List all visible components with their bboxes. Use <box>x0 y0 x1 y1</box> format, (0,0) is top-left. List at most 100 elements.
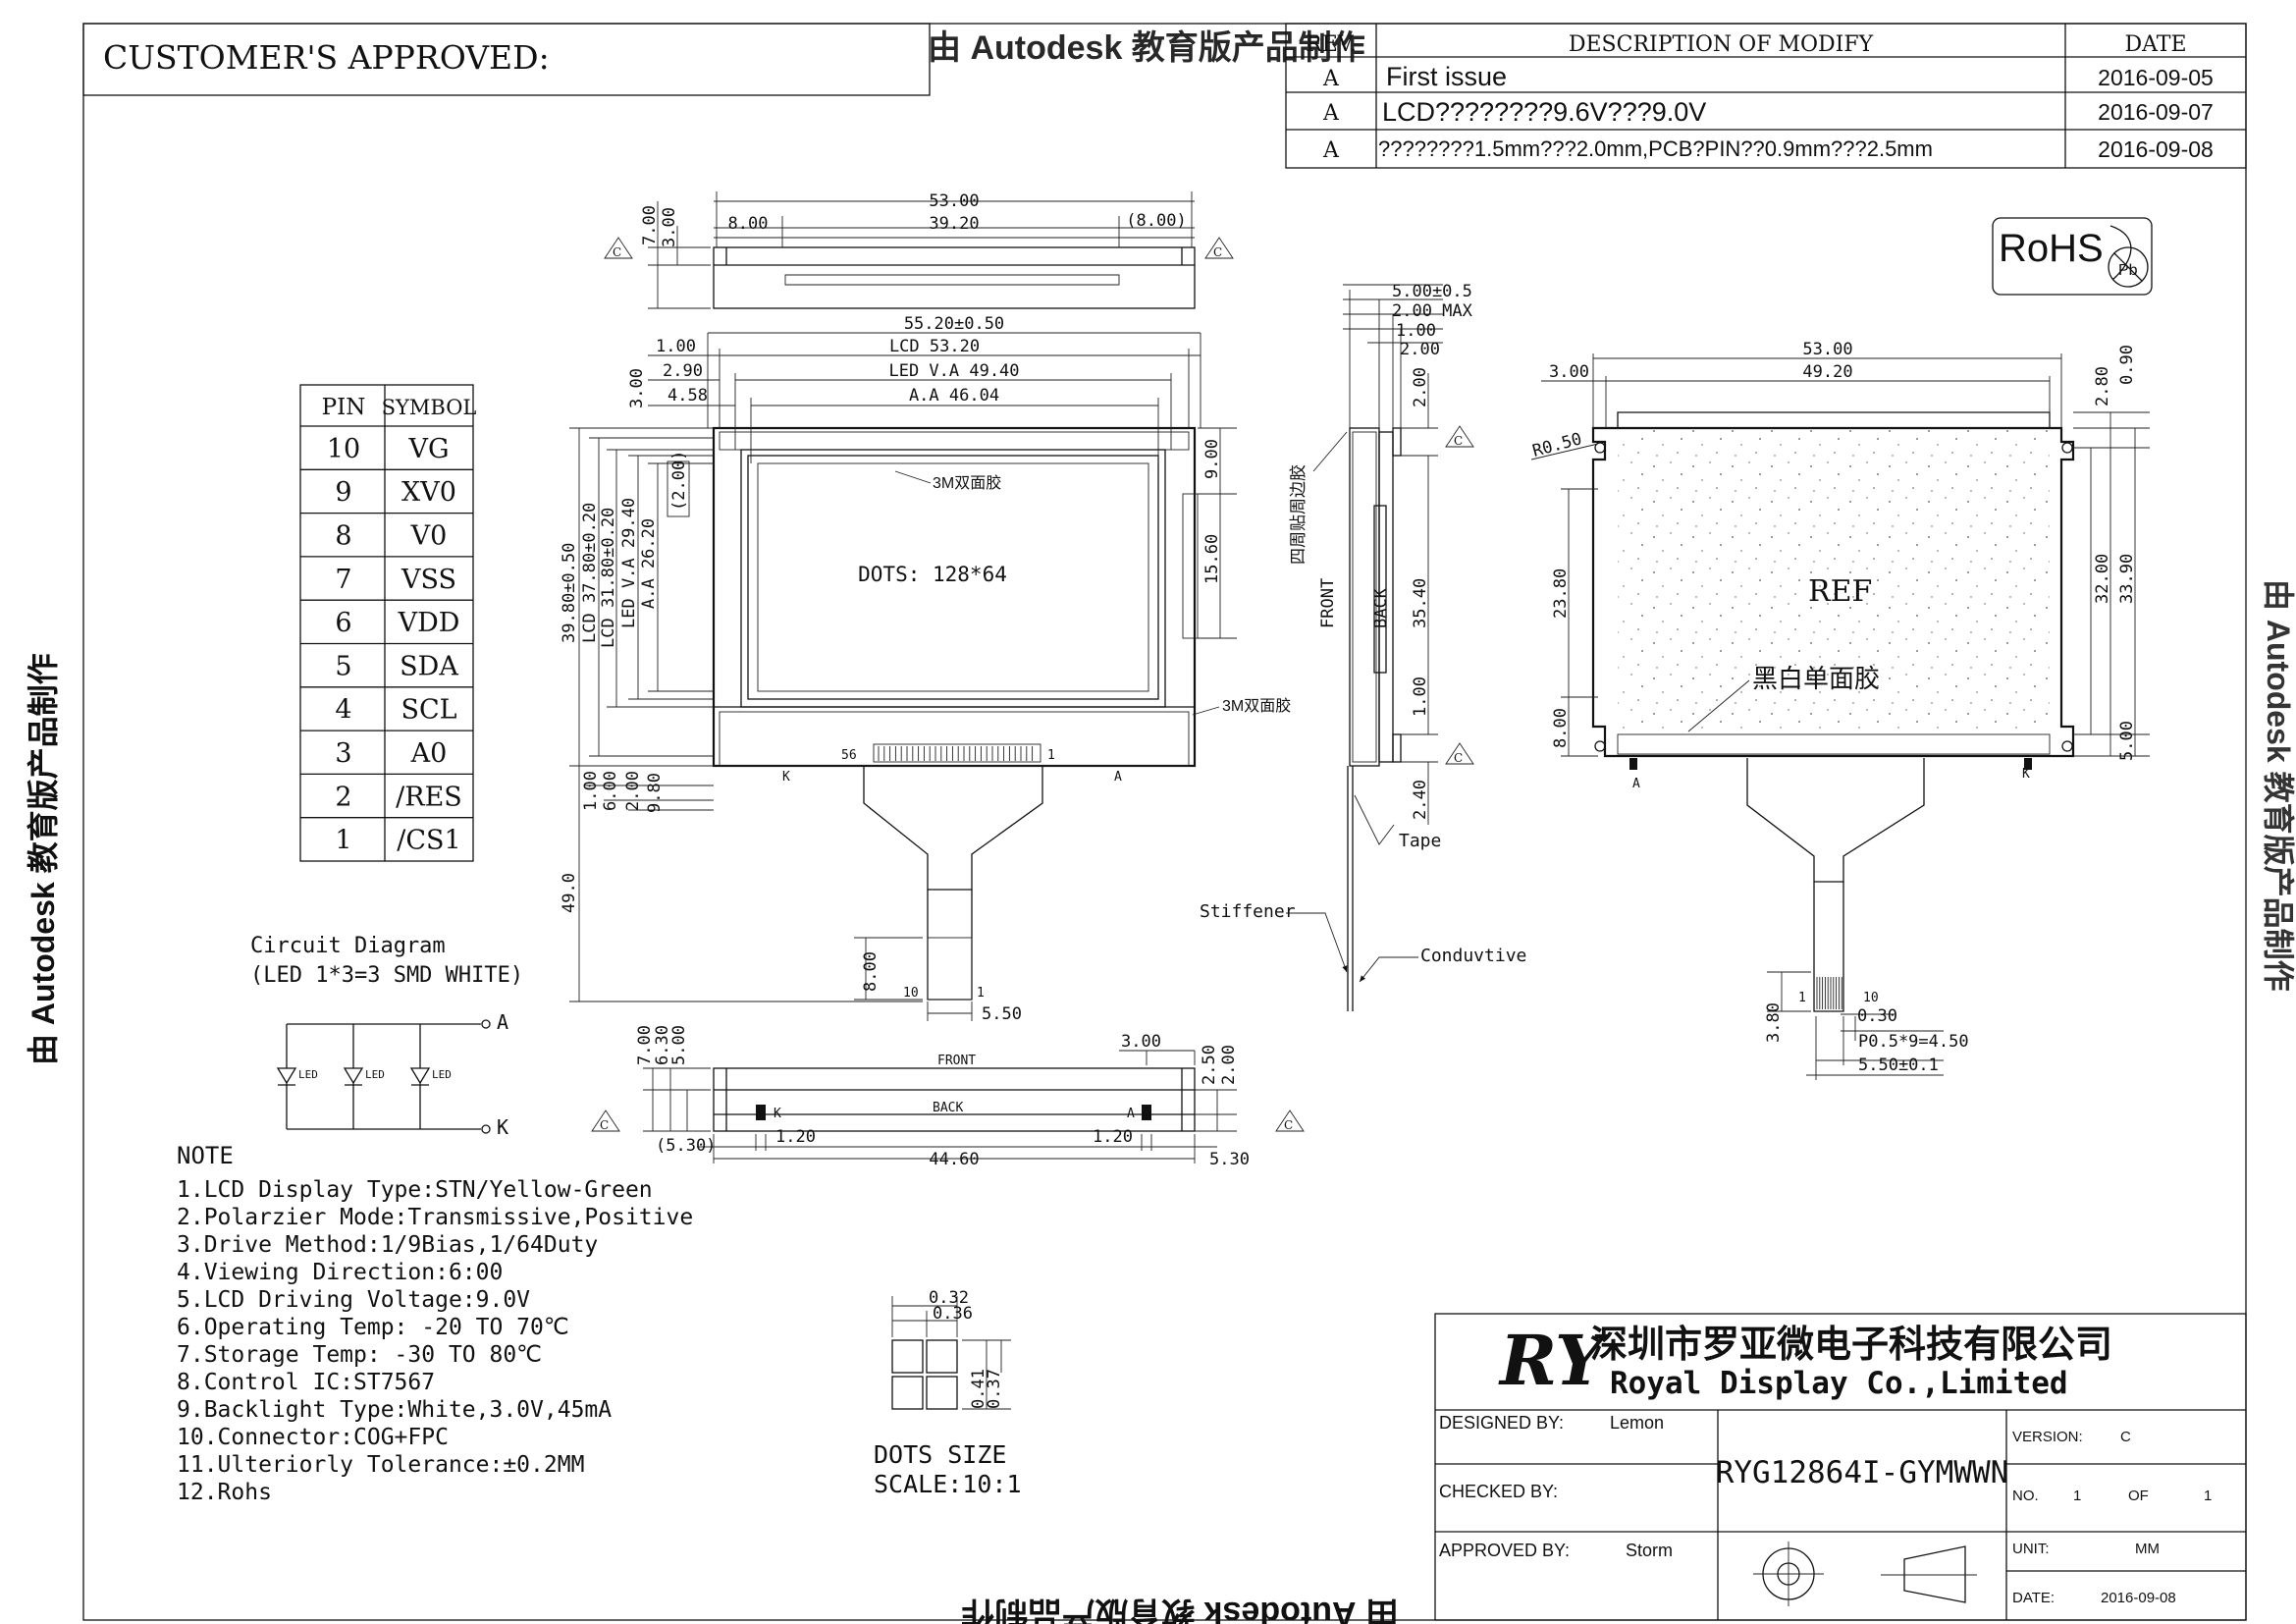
side-label-cn: 四周贴周边胶 <box>1289 464 1308 565</box>
note-item: 6.Operating Temp: -20 TO 70℃ <box>177 1315 569 1340</box>
back-h3200: 32.00 <box>2093 554 2112 604</box>
front-aa: A.A 46.04 <box>909 386 999 406</box>
top-w392: 39.20 <box>929 214 979 234</box>
rohs-logo: RoHS Pb <box>1992 217 2153 296</box>
front-a: A <box>1114 770 1122 785</box>
front-b980: 9.80 <box>645 773 665 813</box>
bottom-d120a: 1.20 <box>775 1127 816 1147</box>
front-b600: 6.00 <box>601 771 620 811</box>
side-d100: 1.00 <box>1396 321 1436 341</box>
pin-header-pin: PIN <box>322 395 366 420</box>
unit-label: UNIT: <box>2012 1541 2050 1557</box>
front-h200p: (2.00) <box>669 451 689 511</box>
front-k: K <box>782 770 790 785</box>
front-r1560: 15.60 <box>1202 534 1222 584</box>
section-mark-c-4: C <box>1275 1110 1305 1132</box>
watermark-bottom: 由 Autodesk 教育版产品制作 <box>961 1595 1399 1624</box>
side-d200max: 2.00 MAX <box>1392 301 1473 321</box>
pin-symbol: VDD <box>398 608 460 638</box>
bottom-d530l: (5.30) <box>656 1136 716 1156</box>
front-h2940: LED V.A 29.40 <box>619 498 639 628</box>
side-tape: Tape <box>1399 831 1441 851</box>
front-tape-label-2: 3M双面胶 <box>1222 697 1291 715</box>
customer-approved-box: CUSTOMER'S APPROVED: <box>82 23 931 96</box>
rev-row-1-desc: First issue <box>1386 62 1507 91</box>
drawing-border <box>82 23 2247 1621</box>
back-a: A <box>1632 777 1640 791</box>
svg-text:C: C <box>1454 434 1463 448</box>
designed-by-value: Lemon <box>1610 1413 1664 1433</box>
led-label: LED <box>432 1068 452 1081</box>
company-logo: RY <box>1498 1320 1610 1401</box>
note-item: 11.Ulteriorly Tolerance:±0.2MM <box>177 1452 584 1478</box>
checked-by-label: CHECKED BY: <box>1439 1482 1558 1501</box>
section-mark-c-3: C <box>591 1110 620 1132</box>
side-d100b: 1.00 <box>1411 677 1430 717</box>
svg-text:C: C <box>1454 751 1463 765</box>
back-p10: 10 <box>1863 991 1879 1005</box>
customer-approved-label: CUSTOMER'S APPROVED: <box>103 38 550 77</box>
approved-by-value: Storm <box>1626 1541 1673 1560</box>
bottom-d500: 5.00 <box>669 1025 689 1065</box>
pin-number: 2 <box>335 782 351 812</box>
back-h800: 8.00 <box>1551 708 1571 748</box>
front-pin56: 56 <box>841 748 857 763</box>
pin-symbol: A0 <box>410 738 448 769</box>
dots-size-d4: 0.37 <box>985 1369 1004 1409</box>
front-r900: 9.00 <box>1202 439 1222 479</box>
side-d3540: 35.40 <box>1411 578 1430 628</box>
back-ref: REF <box>1808 574 1872 609</box>
note-item: 5.LCD Driving Voltage:9.0V <box>177 1287 530 1313</box>
front-h2620: A.A 26.20 <box>639 518 659 609</box>
back-d090: 0.90 <box>2117 345 2137 385</box>
bottom-d300: 3.00 <box>1121 1032 1161 1052</box>
note-item: 10.Connector:COG+FPC <box>177 1425 449 1450</box>
unit-value: MM <box>2135 1541 2160 1557</box>
notes: NOTE 1.LCD Display Type:STN/Yellow-Green… <box>177 1142 693 1505</box>
section-mark-c-6: C <box>1445 742 1474 765</box>
dots-size-detail: 0.32 0.36 0.41 0.37 DOTS SIZE SCALE:10:1 <box>874 1288 1022 1498</box>
side-d240: 2.40 <box>1411 780 1430 820</box>
svg-text:C: C <box>1213 245 1222 259</box>
watermark-left: 由 Autodesk 教育版产品制作 <box>26 653 61 1065</box>
rev-header-description: DESCRIPTION OF MODIFY <box>1569 32 1874 57</box>
section-mark-c-5: C <box>1445 425 1474 448</box>
pin-number: 10 <box>327 434 360 464</box>
led-symbol <box>276 1067 297 1086</box>
company-name-cn: 深圳市罗亚微电子科技有限公司 <box>1590 1325 2112 1366</box>
rev-row-3-date: 2016-09-08 <box>2098 136 2214 162</box>
side-d500: 5.00±0.5 <box>1392 282 1472 301</box>
bottom-k: K <box>774 1107 781 1121</box>
revision-table: REV. DESCRIPTION OF MODIFY DATE A First … <box>1285 23 2247 169</box>
pin-symbol: VG <box>407 434 449 464</box>
circuit-anode: A <box>497 1010 508 1034</box>
side-view: 5.00±0.5 2.00 MAX 1.00 2.00 2.00 35.40 1… <box>1200 282 1526 1011</box>
company-name-en: Royal Display Co.,Limited <box>1610 1366 2068 1401</box>
back-h500: 5.00 <box>2117 721 2137 761</box>
side-d200: 2.00 <box>1400 340 1440 359</box>
dots-size-title: DOTS SIZE <box>874 1440 1006 1469</box>
led-symbol <box>409 1067 431 1086</box>
rev-row-2-desc: LCD????????9.6V???9.0V <box>1382 97 1706 127</box>
note-item: 4.Viewing Direction:6:00 <box>177 1260 503 1285</box>
circuit-title: Circuit Diagram <box>250 934 446 958</box>
pin-symbol: /CS1 <box>397 826 460 856</box>
of-label: OF <box>2128 1488 2149 1504</box>
pin-number: 7 <box>335 565 351 595</box>
pin-number: 4 <box>335 695 351 726</box>
dots-size-d1: 0.32 <box>929 1288 969 1308</box>
front-led-va: LED V.A 49.40 <box>888 361 1019 381</box>
note-item: 2.Polarzier Mode:Transmissive,Positive <box>177 1205 693 1230</box>
circuit-cathode: K <box>497 1115 508 1139</box>
rev-header-rev: REV. <box>1306 32 1357 57</box>
rev-row-3-rev: A <box>1322 138 1340 163</box>
rohs-label: RoHS <box>1999 227 2104 270</box>
front-lcd5320: LCD 53.20 <box>889 337 980 356</box>
front-h800: 8.00 <box>861 951 881 992</box>
bottom-d700: 7.00 <box>635 1025 655 1065</box>
front-b200: 2.00 <box>623 771 643 811</box>
back-pitch: P0.5*9=4.50 <box>1858 1032 1969 1052</box>
pin-number: 1 <box>335 826 351 856</box>
